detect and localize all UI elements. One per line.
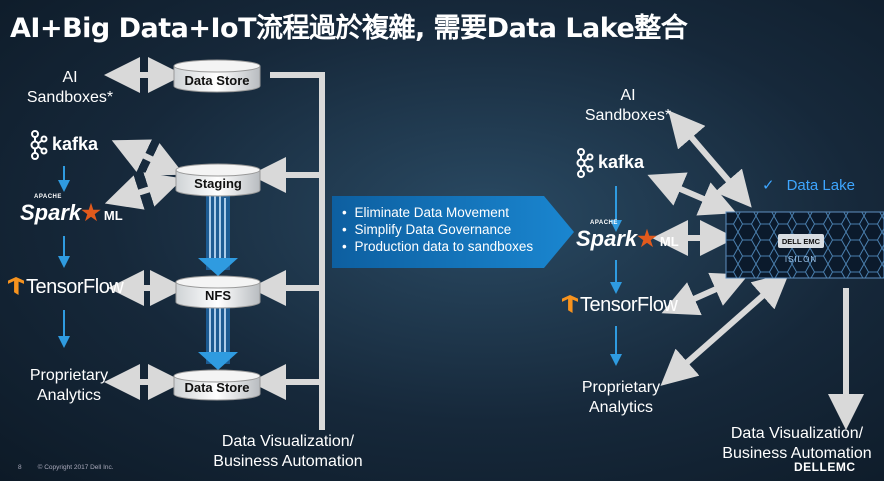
- spark-apache-text: APACHE: [34, 194, 62, 200]
- staging-label: Staging: [194, 176, 242, 191]
- left-proprietary-analytics: Proprietary Analytics: [20, 366, 118, 406]
- server-brand-label: DELL EMC: [782, 237, 821, 246]
- nfs-label: NFS: [205, 288, 231, 303]
- left-bus: [250, 72, 325, 430]
- dell-emc-logo: DELLEMC: [794, 460, 856, 474]
- tensorflow-icon: [562, 295, 578, 313]
- spark-text: Spark: [576, 226, 638, 251]
- left-sandboxes-label: Sandboxes*: [26, 89, 114, 106]
- right-spark-ml-logo: APACHE Spark★ML: [576, 220, 679, 252]
- right-proprietary-analytics: Proprietary Analytics: [572, 378, 670, 418]
- tensorflow-icon: [8, 277, 24, 295]
- left-business-automation-label: Business Automation: [213, 453, 363, 470]
- left-data-viz-label: Data Visualization/: [221, 433, 355, 450]
- check-icon: ✓: [762, 177, 775, 194]
- benefit-item: Production data to sandboxes: [342, 238, 556, 255]
- copyright-text: © Copyright 2017 Dell Inc.: [37, 464, 114, 471]
- spark-star-icon: ★: [81, 200, 101, 225]
- right-tensorflow-logo: TensorFlow: [562, 294, 678, 317]
- right-data-visualization: Data Visualization/ Business Automation: [714, 424, 880, 464]
- db-nfs: NFS: [175, 275, 261, 309]
- spark-apache-text: APACHE: [590, 220, 618, 226]
- left-spark-ml-logo: APACHE Spark★ML: [20, 194, 123, 226]
- data-lake-label: ✓ Data Lake: [762, 176, 867, 194]
- data-store-bottom-label: Data Store: [184, 380, 249, 395]
- benefits-box: Eliminate Data Movement Simplify Data Go…: [332, 196, 556, 268]
- benefit-item: Eliminate Data Movement: [342, 204, 556, 221]
- right-arrows: [610, 110, 864, 430]
- tensorflow-text: TensorFlow: [26, 276, 124, 298]
- left-arrows: [58, 57, 186, 400]
- spark-ml-text: ML: [103, 208, 123, 223]
- tensorflow-text: TensorFlow: [580, 294, 678, 316]
- left-proprietary-label: Proprietary: [29, 367, 109, 384]
- right-analytics-label: Analytics: [588, 399, 654, 416]
- spark-text: Spark: [20, 200, 82, 225]
- page-title: AI+Big Data+IoT流程過於複雜, 需要Data Lake整合: [10, 13, 688, 44]
- left-ai-sandboxes: AI Sandboxes*: [22, 68, 118, 108]
- left-analytics-label: Analytics: [36, 387, 102, 404]
- right-data-viz-label: Data Visualization/: [730, 425, 864, 442]
- right-sandboxes-label: Sandboxes*: [584, 107, 672, 124]
- left-kafka-logo: kafka: [28, 130, 98, 160]
- kafka-icon: [30, 130, 48, 160]
- spark-star-icon: ★: [637, 226, 657, 251]
- db-data-store-bottom: Data Store: [173, 369, 261, 401]
- server-model-label: ISILON: [785, 255, 817, 264]
- data-store-top-label: Data Store: [184, 73, 249, 88]
- left-tensorflow-logo: TensorFlow: [8, 276, 124, 299]
- benefits-list: Eliminate Data Movement Simplify Data Go…: [332, 196, 556, 255]
- page-number: 8: [18, 464, 22, 471]
- db-staging: Staging: [175, 163, 261, 197]
- data-lake-text: Data Lake: [786, 177, 855, 194]
- footer: 8 © Copyright 2017 Dell Inc.: [18, 464, 114, 471]
- data-stream: [198, 190, 238, 370]
- db-data-store-top: Data Store: [173, 59, 261, 93]
- left-data-visualization: Data Visualization/ Business Automation: [200, 432, 376, 472]
- data-lake-server: DELL EMC ISILON: [725, 211, 884, 279]
- right-ai-sandboxes: AI Sandboxes*: [576, 86, 680, 126]
- spark-ml-text: ML: [659, 234, 679, 249]
- kafka-text: kafka: [598, 151, 645, 172]
- right-ai-label: AI: [620, 87, 636, 104]
- right-kafka-logo: kafka: [574, 148, 644, 178]
- right-proprietary-label: Proprietary: [581, 379, 661, 396]
- kafka-icon: [576, 148, 594, 178]
- left-ai-label: AI: [62, 69, 78, 86]
- right-business-automation-label: Business Automation: [722, 445, 872, 462]
- benefit-item: Simplify Data Governance: [342, 221, 556, 238]
- kafka-text: kafka: [52, 133, 99, 154]
